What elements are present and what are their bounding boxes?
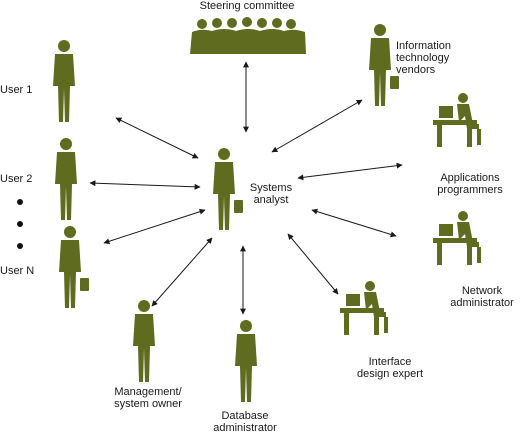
management-system-owner-arrow <box>151 237 213 307</box>
interface-design-expert-arrow <box>287 233 339 295</box>
person-icon <box>133 300 155 382</box>
person-at-computer-icon <box>340 281 388 335</box>
interface-design-expert-label: Interface design expert <box>356 356 424 380</box>
person-briefcase-icon <box>59 226 89 308</box>
applications-programmers-arrow <box>297 162 403 181</box>
user-2-label: User 2 <box>0 173 33 185</box>
center-label: Systems analyst <box>249 182 293 206</box>
steering-committee-node <box>190 17 306 54</box>
interface-design-expert-node <box>340 281 388 335</box>
user-2-arrow <box>89 180 201 190</box>
user-n-node <box>59 226 89 308</box>
person-icon <box>53 40 75 122</box>
user-n-label: User N <box>0 265 35 277</box>
person-briefcase-icon <box>369 24 399 106</box>
user-n-arrow <box>103 208 206 245</box>
person-icon <box>55 138 77 220</box>
person-at-computer-icon <box>433 93 481 147</box>
ellipsis-dot <box>17 243 23 249</box>
network-administrator-arrow <box>311 208 397 238</box>
it-vendors-node <box>369 24 399 106</box>
database-administrator-node <box>235 320 257 402</box>
ellipsis-dot <box>17 199 23 205</box>
it-vendors-label: Information technology vendors <box>396 40 452 76</box>
systems-analyst-node <box>213 148 243 230</box>
network-administrator-node <box>433 211 481 265</box>
user-1-arrow <box>115 117 199 159</box>
applications-programmers-node <box>433 93 481 147</box>
user-1-node <box>53 40 75 122</box>
user-2-node <box>55 138 77 220</box>
group-icon <box>190 17 306 54</box>
connector-arrows <box>89 61 403 315</box>
applications-programmers-label: Applications programmers <box>437 172 503 196</box>
person-at-computer-icon <box>433 211 481 265</box>
person-briefcase-icon <box>213 148 243 230</box>
it-vendors-arrow <box>271 99 363 153</box>
steering-committee-label: Steering committee <box>199 0 295 12</box>
management-system-owner-label: Management/ system owner <box>114 386 182 410</box>
ellipsis-dot <box>17 221 23 227</box>
database-administrator-label: Database administrator <box>213 410 277 434</box>
user-1-label: User 1 <box>0 84 33 96</box>
network-administrator-label: Network administrator <box>450 285 514 309</box>
users-ellipsis <box>17 199 23 249</box>
management-system-owner-node <box>133 300 155 382</box>
person-icon <box>235 320 257 402</box>
